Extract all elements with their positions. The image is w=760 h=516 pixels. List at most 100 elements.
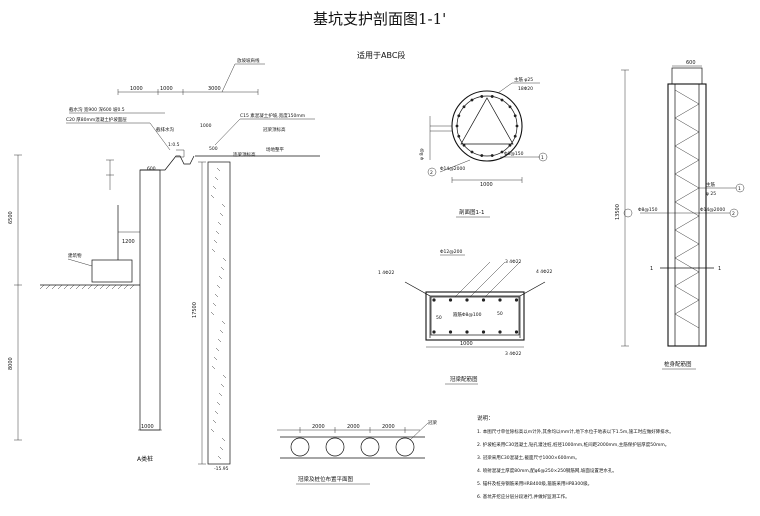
hatch-mark bbox=[215, 230, 220, 235]
beam-dot-bottom bbox=[481, 330, 486, 334]
hatch-mark bbox=[213, 356, 218, 361]
rebar-dot bbox=[508, 105, 512, 109]
ground-hatch-mark bbox=[75, 284, 81, 290]
plan-dim-1: 2000 bbox=[312, 424, 325, 430]
label-base: A类桩 bbox=[137, 455, 153, 463]
long-lbl-2: Φ8@150 bbox=[638, 207, 658, 213]
note-5: 5. 锚杆及桩身钢筋采用HRB400级,箍筋采用HPB300级。 bbox=[477, 480, 592, 487]
label-bracket: 1000 bbox=[200, 123, 212, 129]
rebar-dot bbox=[490, 95, 494, 98]
hatch-mark bbox=[214, 176, 219, 181]
ground-hatch-mark bbox=[117, 284, 123, 290]
dim-top-2: 1000 bbox=[160, 86, 173, 92]
label-slope-ratio: 1:0.5 bbox=[168, 142, 180, 148]
ground-hatch-mark bbox=[63, 284, 69, 290]
ground-hatch-mark bbox=[51, 284, 57, 290]
hatch-mark bbox=[212, 419, 217, 424]
label-slope-surface: 放坡坡肩线 bbox=[237, 57, 260, 64]
label-beam: 连梁顶标高 bbox=[233, 151, 256, 158]
hatch-mark bbox=[216, 401, 221, 406]
rebar-dot bbox=[462, 105, 466, 109]
detail-tag-1: 1 bbox=[541, 155, 544, 161]
beam-tag-3: 4 4Φ22 bbox=[536, 269, 553, 275]
rebar-dot bbox=[490, 154, 494, 157]
rebar-dot bbox=[470, 98, 474, 102]
label-c15: C15 素混凝土护坡,宽度150mm bbox=[240, 112, 305, 119]
beam-dot-top bbox=[432, 298, 436, 302]
hatch-mark bbox=[217, 338, 222, 343]
beam-dot-bottom bbox=[465, 330, 469, 334]
ground-hatch-mark bbox=[45, 284, 51, 290]
detail-dia: 1000 bbox=[480, 182, 493, 188]
dim-top-3: 3000 bbox=[208, 86, 221, 92]
ground-hatch-mark bbox=[123, 284, 129, 290]
rebar-dot bbox=[515, 124, 519, 128]
beam-dot-bottom bbox=[448, 330, 453, 334]
detail-top-label: 主筋 φ25 bbox=[514, 76, 533, 83]
plan-dim-2: 2000 bbox=[347, 424, 360, 430]
beam-dot-bottom bbox=[432, 330, 436, 334]
spiral-line bbox=[674, 89, 700, 329]
cut-right: 1 bbox=[718, 266, 721, 272]
long-dim: 13500 bbox=[615, 204, 621, 220]
rebar-dot bbox=[500, 150, 504, 154]
ground-hatch-mark bbox=[57, 284, 63, 290]
beam-tag-2: 3 4Φ22 bbox=[505, 259, 522, 265]
drawing-subtitle: 适用于ABC段 bbox=[357, 50, 405, 60]
label-ground: 场地整平 bbox=[266, 146, 284, 153]
rebar-dot bbox=[462, 143, 466, 147]
hatch-mark bbox=[215, 347, 220, 352]
detail-spiral-label: Φ8@150 bbox=[504, 151, 524, 157]
hatch-mark bbox=[220, 266, 225, 271]
dim-pile-width: 1000 bbox=[141, 424, 154, 430]
label-c20: C20 厚80mm混凝土护坡面层 bbox=[66, 116, 127, 123]
ground-hatch-mark bbox=[93, 284, 99, 290]
hatch-mark bbox=[219, 446, 224, 451]
rebar-dots bbox=[455, 95, 519, 157]
dim-1200: 1200 bbox=[122, 239, 135, 245]
ground-hatch-mark bbox=[81, 284, 87, 290]
depth-tag: -15.95 bbox=[214, 466, 229, 472]
note-4: 4. 喷射混凝土厚度80mm,配φ6@250×250钢筋网,坡面设置泄水孔。 bbox=[477, 467, 617, 474]
hatch-mark bbox=[213, 239, 218, 244]
hatch-mark bbox=[211, 365, 216, 370]
ground-hatch-mark bbox=[99, 284, 105, 290]
rebar-dot bbox=[480, 95, 484, 98]
dim-17500: 17500 bbox=[192, 302, 198, 318]
hatch-mark bbox=[216, 284, 221, 289]
rebar-dot bbox=[508, 143, 512, 147]
pile-hatch bbox=[210, 167, 227, 460]
hatch-mark bbox=[217, 455, 222, 460]
detail-bot-label: Φ14@2000 bbox=[440, 166, 465, 172]
main-section: 1000 1000 3000 放坡坡肩线 截水沟 宽900 深600 坡0.5 … bbox=[8, 57, 320, 472]
beam-dot-top bbox=[514, 298, 519, 302]
rebar-dot bbox=[455, 124, 459, 128]
long-top-dim: 600 bbox=[686, 60, 696, 66]
dim-top-1: 1000 bbox=[130, 86, 143, 92]
cut-left: 1 bbox=[650, 266, 653, 272]
hatch-mark bbox=[220, 383, 225, 388]
pile-cross-section: 主筋 φ25 18Φ20 φ 8@ Φ8@150 1 Φ14@2000 2 10… bbox=[419, 76, 548, 218]
detail-left-label: φ 8@ bbox=[419, 148, 425, 160]
drawing-title: 基坑支护剖面图1-1' bbox=[313, 10, 446, 28]
ground-hatch-mark bbox=[105, 284, 111, 290]
note-2: 2. 护坡桩采用C30混凝土,钻孔灌注桩,桩径1000mm,桩间距2000mm,… bbox=[477, 441, 669, 448]
note-1: 1. 本图尺寸单位除标高以m计外,其余均以mm计,地下水位于地表以下1.5m,施… bbox=[477, 428, 674, 435]
detail-tag-2: 2 bbox=[430, 170, 433, 176]
plan-dim-3: 2000 bbox=[382, 424, 395, 430]
beam-right-dim: 50 bbox=[497, 311, 503, 317]
beam-dot-top bbox=[498, 298, 502, 302]
ground-hatch bbox=[39, 284, 135, 290]
note-6: 6. 基坑开挖应分层分段进行,并做好监测工作。 bbox=[477, 493, 570, 500]
beam-tag-1: 1 4Φ22 bbox=[378, 270, 395, 276]
rebar-dot bbox=[480, 154, 484, 157]
long-caption: 桩身配筋图 bbox=[664, 360, 692, 368]
label-drain-top: 截水沟 宽900 深600 坡0.5 bbox=[69, 106, 125, 113]
label-mid-dim: 500 bbox=[209, 146, 218, 152]
long-tag-1: 1 bbox=[738, 186, 741, 192]
beam-dot-bottom bbox=[514, 330, 519, 334]
beam-top-label: Φ12@200 bbox=[440, 249, 462, 255]
hatch-mark bbox=[217, 221, 222, 226]
hatch-mark bbox=[222, 257, 227, 262]
